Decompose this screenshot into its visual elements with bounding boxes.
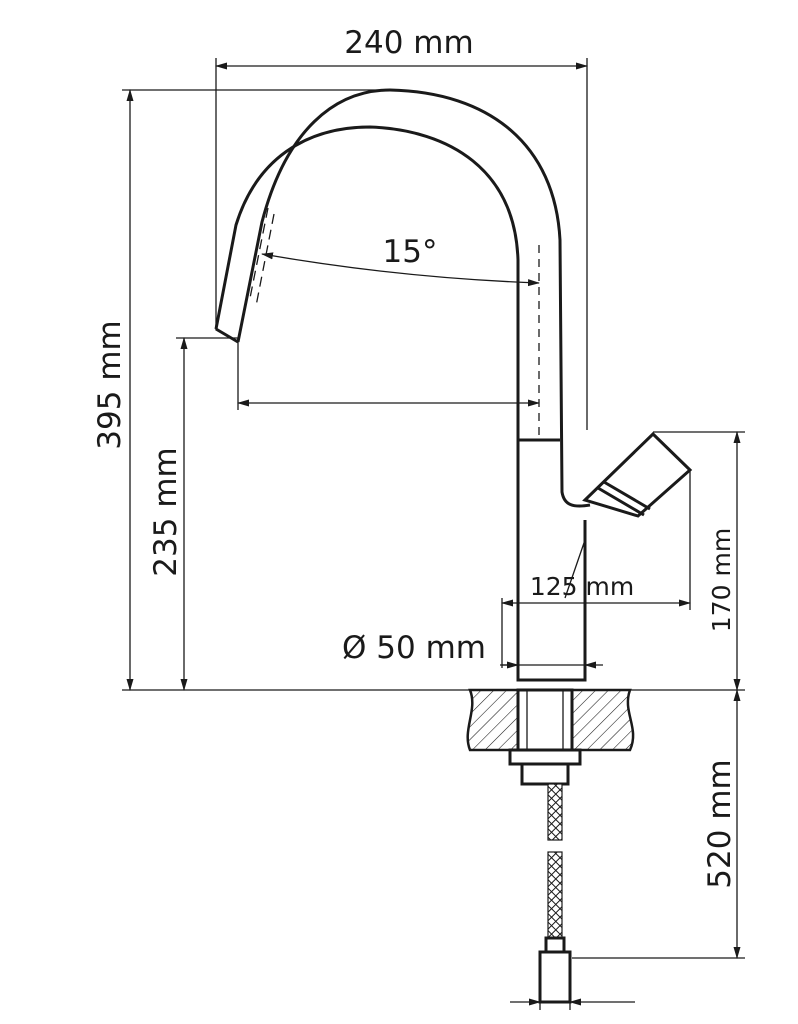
faucet-body [516,438,587,682]
label-spout-height: 235 mm [148,447,184,576]
supply-hose [538,783,572,1004]
label-handle-reach: 125 mm [530,572,634,601]
label-hose-length: 520 mm [702,759,738,888]
label-total-height: 395 mm [92,320,128,449]
spout-tip-dash-2 [255,213,275,307]
spout-tip-dash [249,207,269,299]
label-body-diameter: Ø 50 mm [342,630,486,666]
countertop-section [466,688,635,786]
label-handle-height: 170 mm [707,528,736,632]
spout-outer [236,88,591,508]
countertop-right [570,688,635,752]
hose-braid-upper [547,783,563,841]
dimension-lines [122,58,745,1010]
label-spout-reach: 240 mm [344,25,473,61]
hose-fitting [544,936,566,954]
handle-lever [582,431,693,518]
countertop-left [466,688,520,752]
spout-tip [215,327,239,344]
label-swivel-angle: 15° [383,234,438,270]
mounting-nut [508,748,582,766]
spout-inner [214,125,520,440]
handle-ring [597,480,651,517]
hose-braid-lower [547,851,563,939]
mounting-shank [516,688,574,752]
hose-connector [538,950,572,1004]
dimension-labels: 240 mm 395 mm 235 mm 15° 125 mm 170 mm Ø… [92,25,738,889]
mounting-washer [520,762,570,786]
